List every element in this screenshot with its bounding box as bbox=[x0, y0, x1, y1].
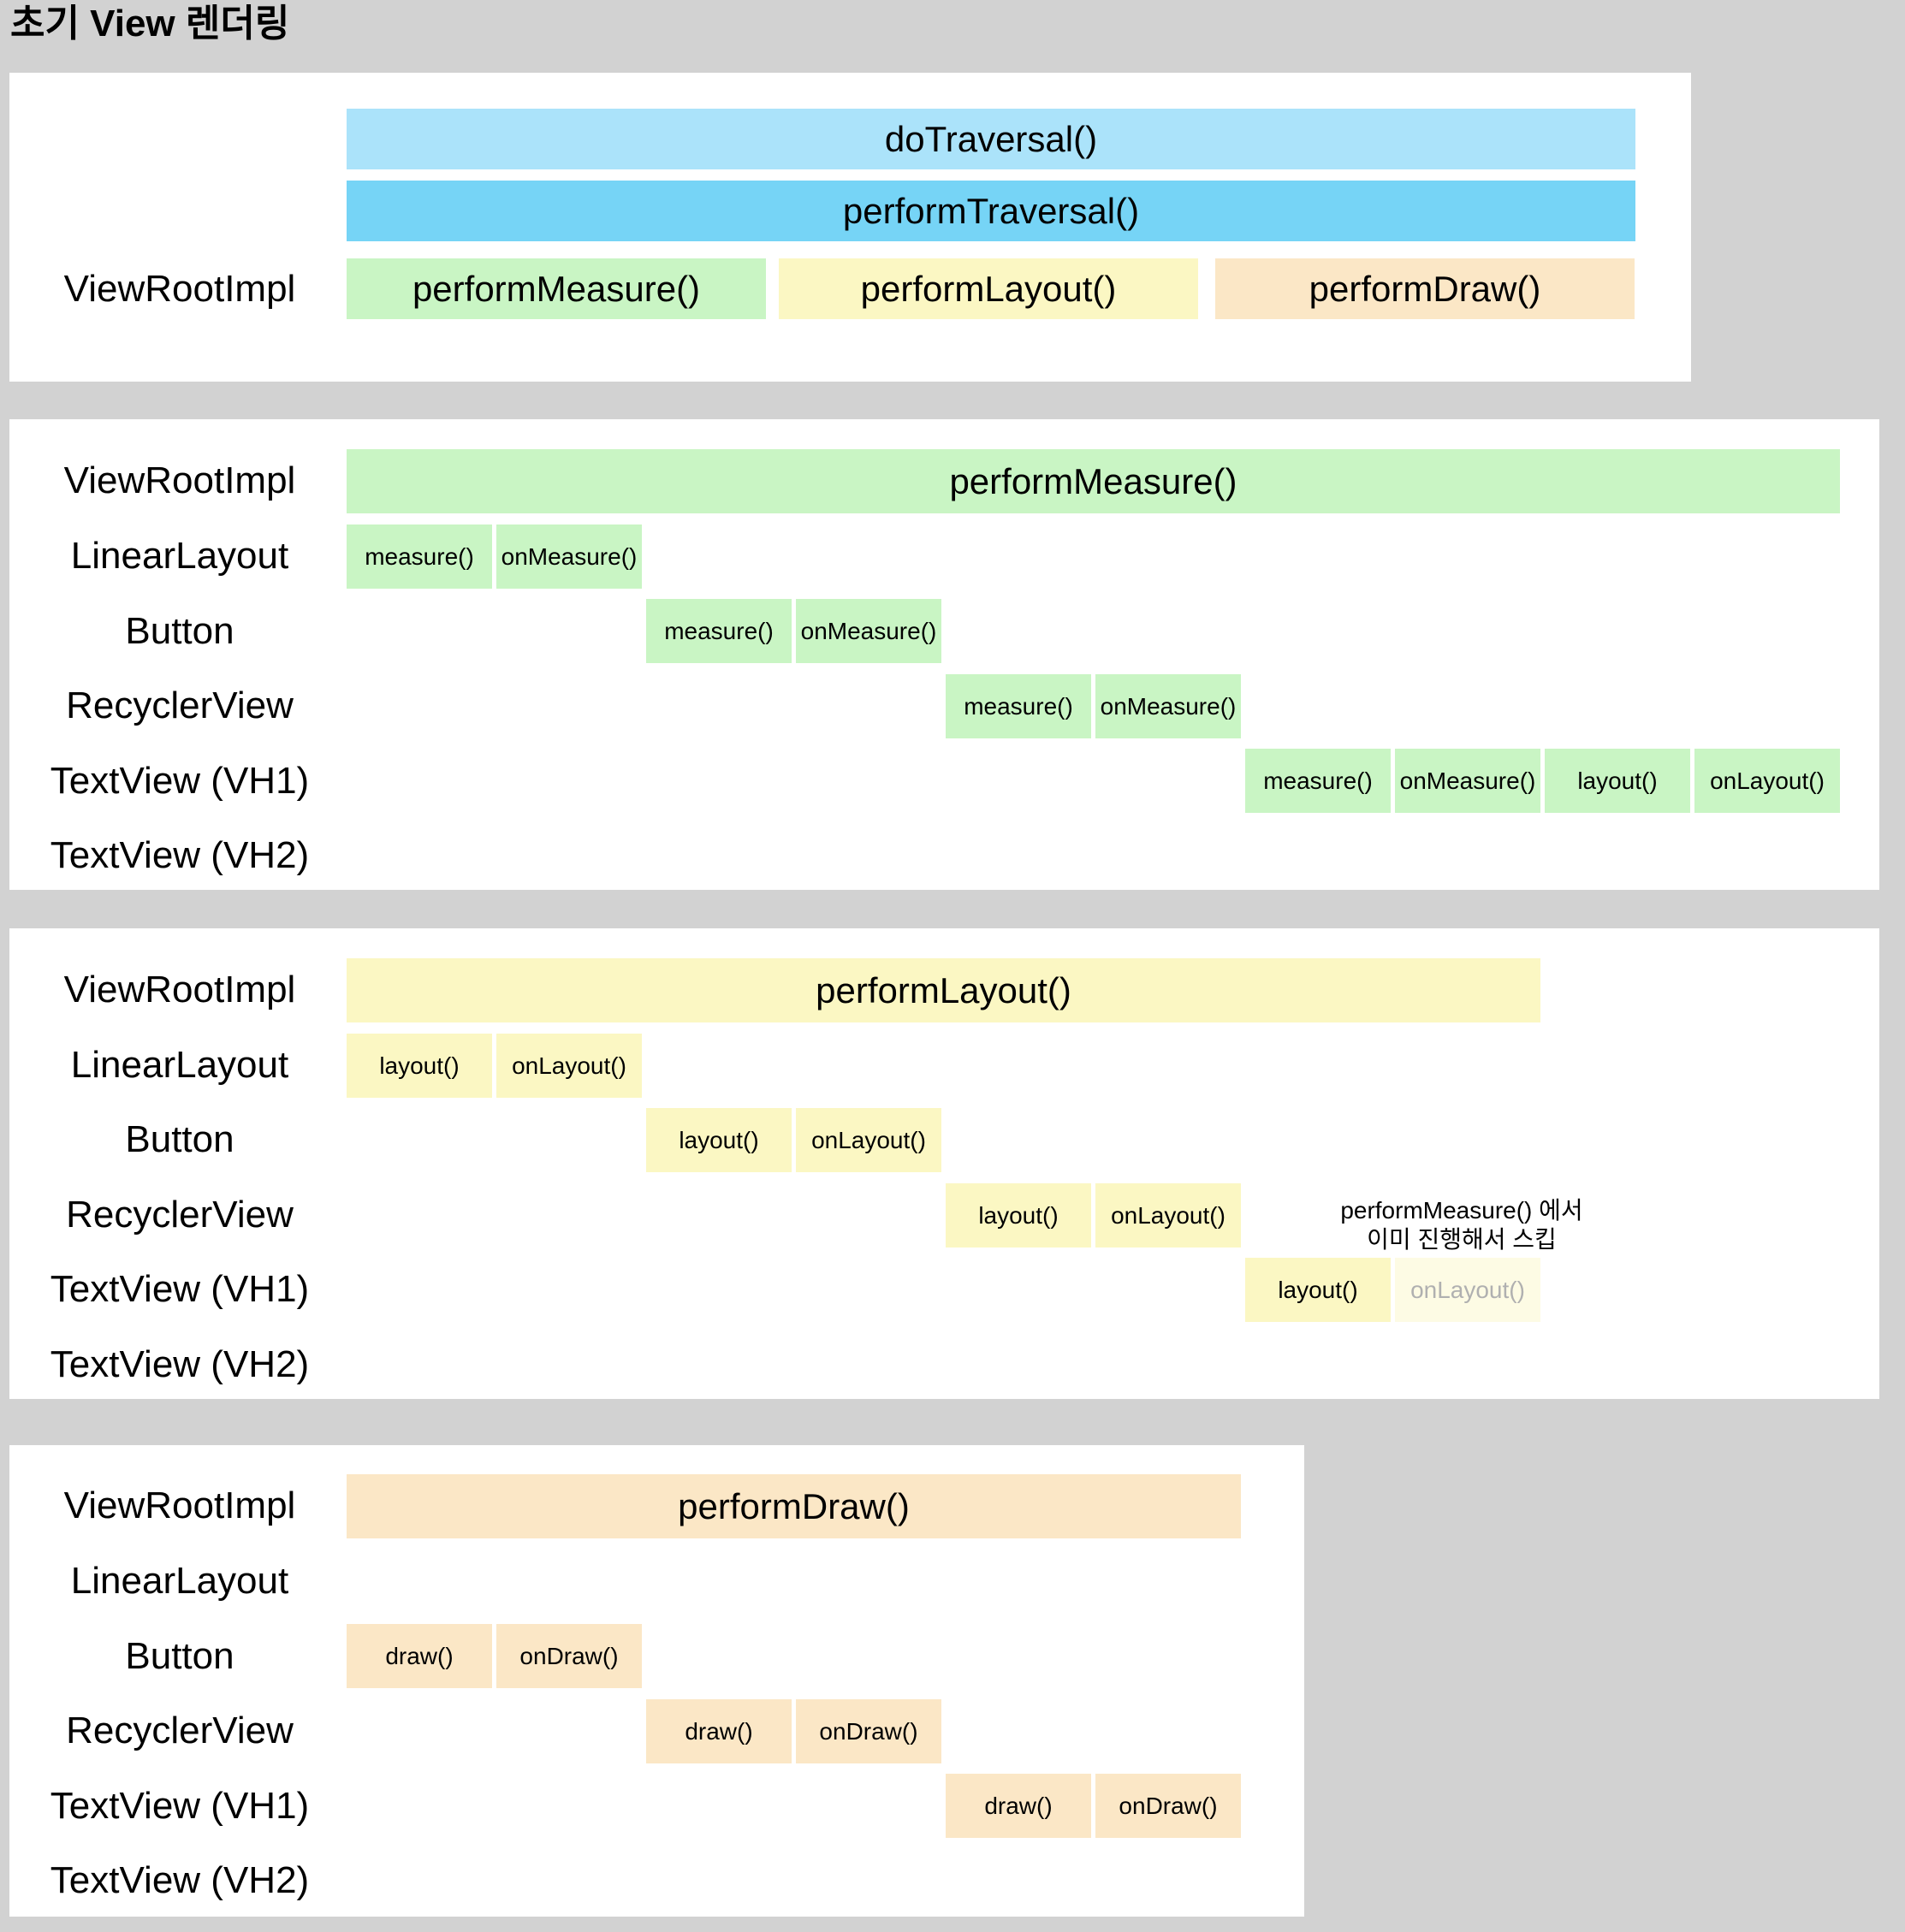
bar-do-traversal: doTraversal() bbox=[347, 109, 1635, 169]
bar-perform-traversal: performTraversal() bbox=[347, 181, 1635, 241]
bar-draw: draw() bbox=[347, 1624, 492, 1688]
bar-on-layout-skipped: onLayout() bbox=[1395, 1258, 1540, 1322]
bar-on-draw: onDraw() bbox=[1095, 1774, 1241, 1838]
row-label-button: Button bbox=[125, 1118, 234, 1160]
bar-measure: measure() bbox=[347, 524, 492, 589]
row-label-button: Button bbox=[125, 610, 234, 652]
row-label-recyclerview: RecyclerView bbox=[66, 1194, 294, 1236]
bar-on-layout: onLayout() bbox=[796, 1108, 941, 1172]
bar-perform-measure: performMeasure() bbox=[347, 258, 766, 319]
bar-on-measure: onMeasure() bbox=[1095, 674, 1241, 738]
bar-measure: measure() bbox=[1245, 749, 1391, 813]
bar-on-draw: onDraw() bbox=[496, 1624, 642, 1688]
bar-measure: measure() bbox=[646, 599, 792, 663]
bar-on-layout: onLayout() bbox=[1095, 1183, 1241, 1248]
bar-draw: draw() bbox=[646, 1699, 792, 1763]
row-label-recyclerview: RecyclerView bbox=[66, 1710, 294, 1751]
bar-on-draw: onDraw() bbox=[796, 1699, 941, 1763]
row-label-textview-vh2: TextView (VH2) bbox=[50, 1859, 310, 1901]
bar-measure: measure() bbox=[946, 674, 1091, 738]
bar-draw: draw() bbox=[946, 1774, 1091, 1838]
row-label-textview-vh2: TextView (VH2) bbox=[50, 1343, 310, 1385]
row-label-linearlayout: LinearLayout bbox=[70, 1044, 289, 1086]
bar-layout: layout() bbox=[1245, 1258, 1391, 1322]
bar-layout: layout() bbox=[347, 1034, 492, 1098]
row-label-linearlayout: LinearLayout bbox=[70, 535, 289, 577]
bar-on-measure: onMeasure() bbox=[796, 599, 941, 663]
skip-annotation-line1: performMeasure() 에서 bbox=[1340, 1197, 1583, 1224]
bar-on-layout: onLayout() bbox=[496, 1034, 642, 1098]
row-label-textview-vh2: TextView (VH2) bbox=[50, 834, 310, 876]
bar-on-measure: onMeasure() bbox=[496, 524, 642, 589]
row-label-linearlayout: LinearLayout bbox=[70, 1560, 289, 1602]
row-label-viewrootimpl: ViewRootImpl bbox=[63, 969, 296, 1010]
bar-perform-measure: performMeasure() bbox=[347, 449, 1840, 513]
bar-perform-draw: performDraw() bbox=[1215, 258, 1635, 319]
row-label-textview-vh1: TextView (VH1) bbox=[50, 1268, 310, 1310]
bar-layout: layout() bbox=[1545, 749, 1690, 813]
row-label-viewrootimpl: ViewRootImpl bbox=[63, 1485, 296, 1526]
bar-layout: layout() bbox=[946, 1183, 1091, 1248]
bar-perform-layout: performLayout() bbox=[779, 258, 1198, 319]
bar-perform-layout: performLayout() bbox=[347, 958, 1540, 1022]
row-label-viewrootimpl: ViewRootImpl bbox=[63, 268, 296, 310]
bar-perform-draw: performDraw() bbox=[347, 1474, 1241, 1538]
row-label-recyclerview: RecyclerView bbox=[66, 684, 294, 726]
bar-on-layout: onLayout() bbox=[1694, 749, 1840, 813]
bar-layout: layout() bbox=[646, 1108, 792, 1172]
page-title: 초기 View 렌더링 bbox=[10, 3, 290, 44]
skip-annotation-line2: 이미 진행해서 스킵 bbox=[1367, 1226, 1557, 1253]
row-label-viewrootimpl: ViewRootImpl bbox=[63, 459, 296, 501]
row-label-button: Button bbox=[125, 1635, 234, 1677]
row-label-textview-vh1: TextView (VH1) bbox=[50, 1785, 310, 1827]
row-label-textview-vh1: TextView (VH1) bbox=[50, 760, 310, 802]
bar-on-measure: onMeasure() bbox=[1395, 749, 1540, 813]
